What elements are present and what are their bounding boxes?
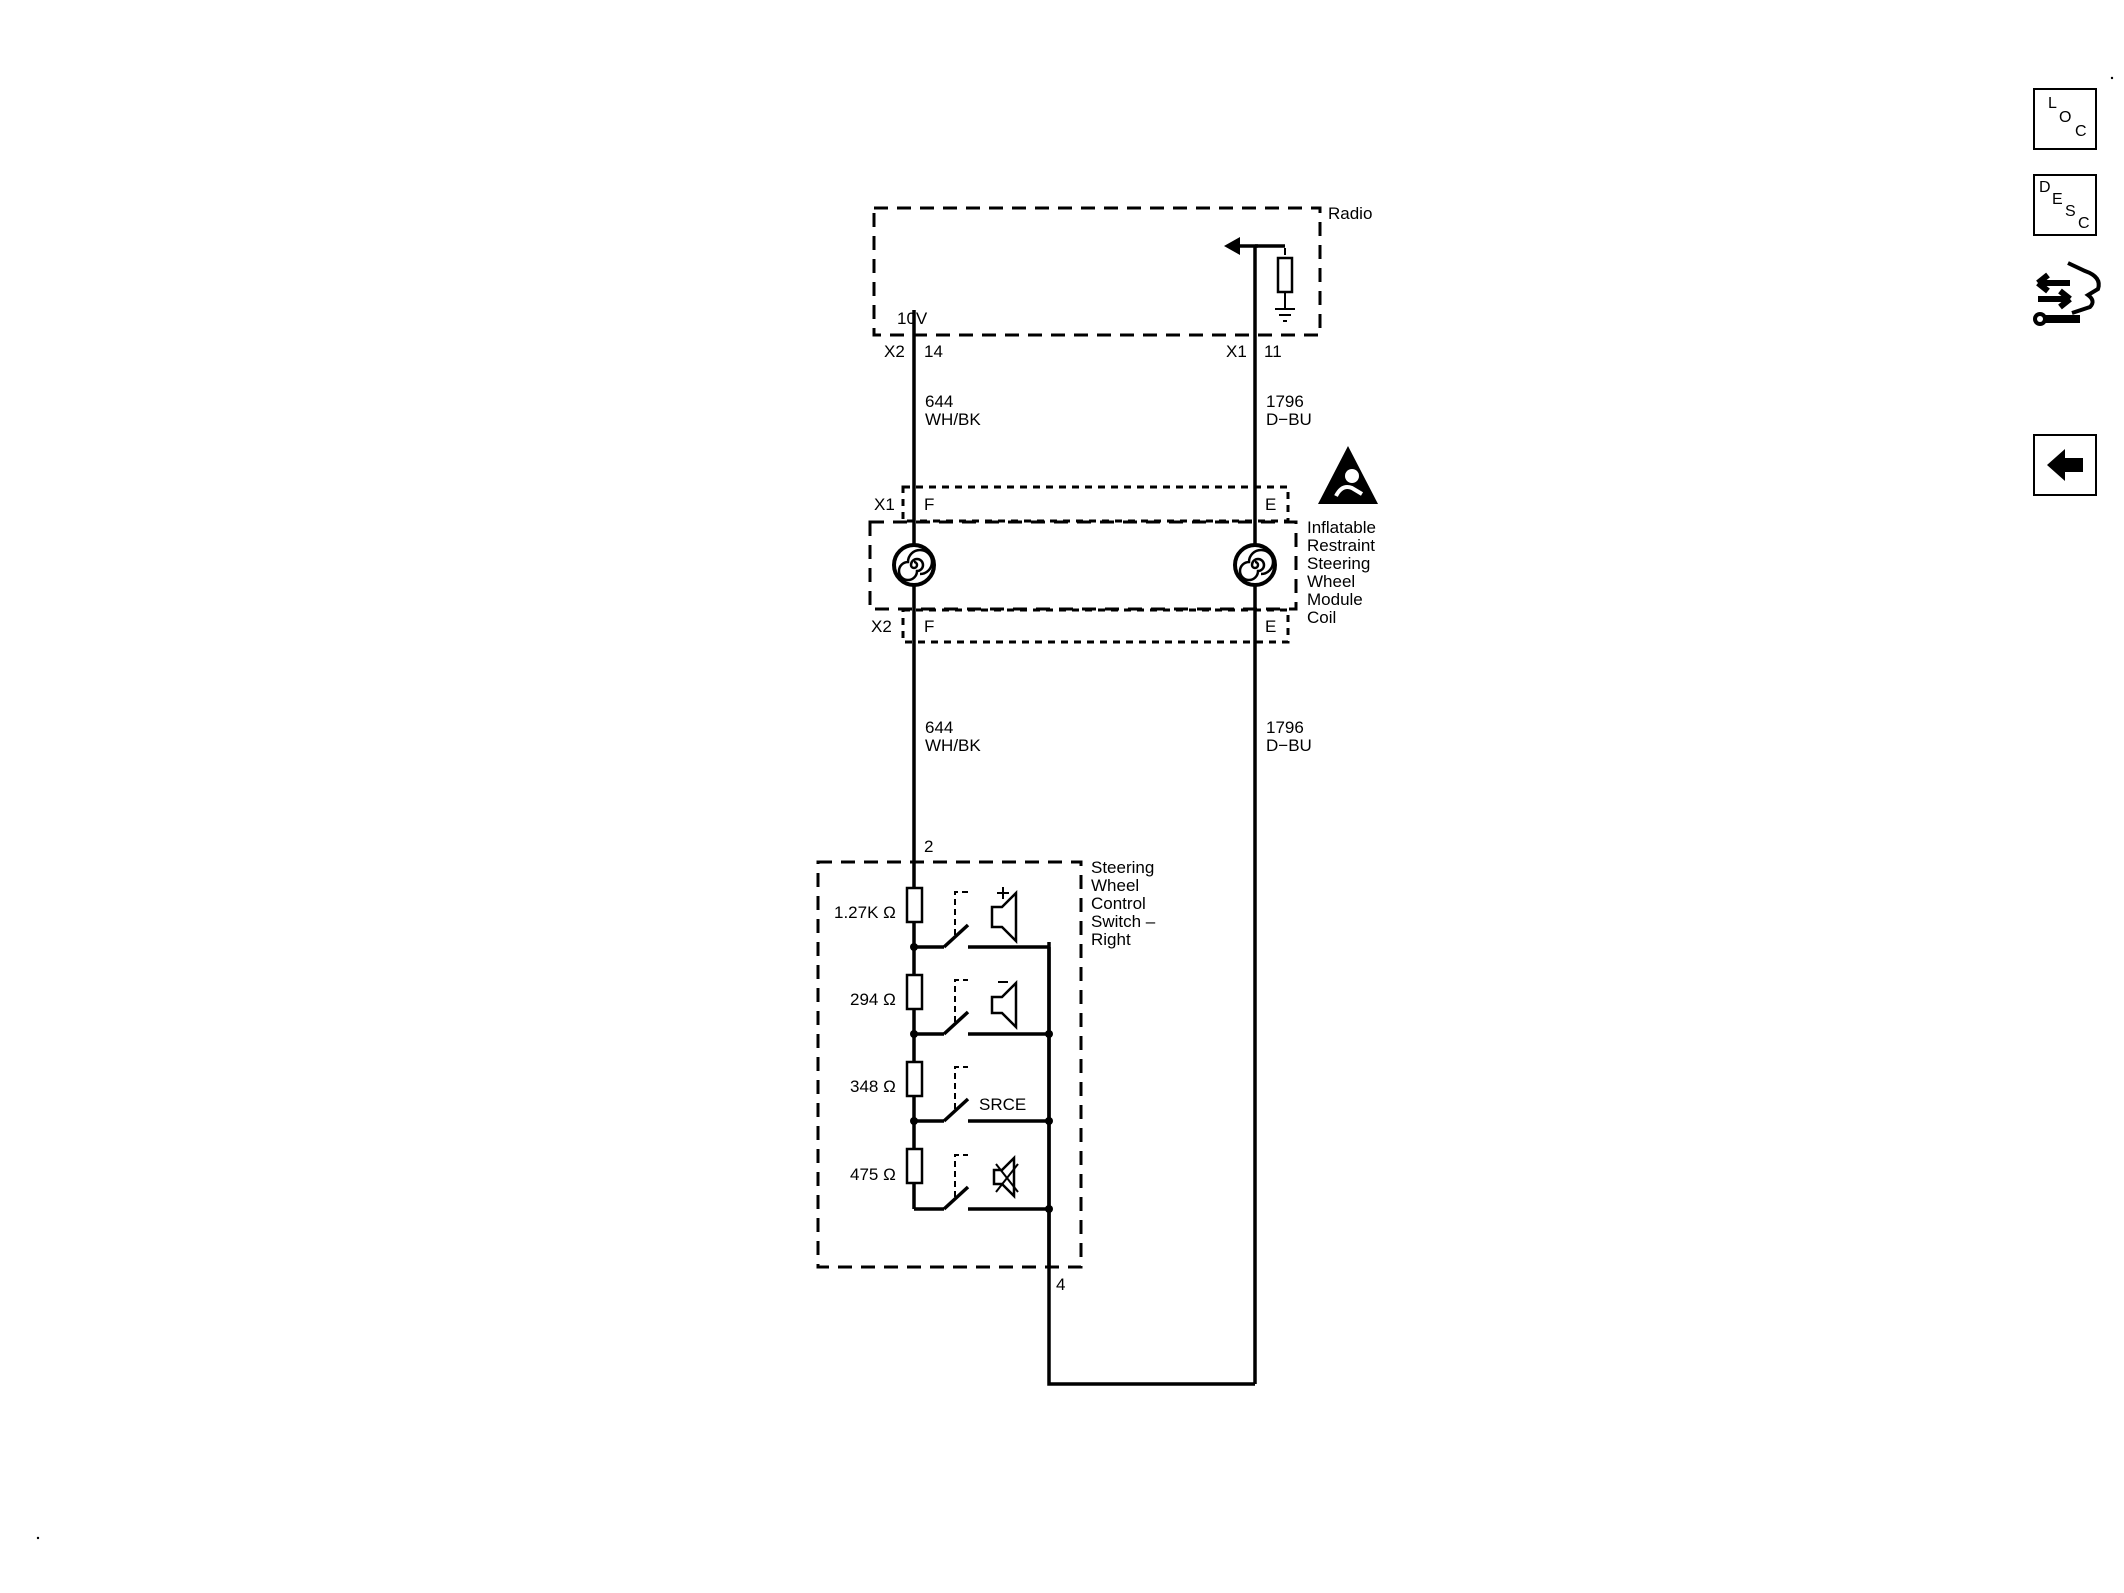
- loc-letter-o: O: [2059, 109, 2072, 126]
- svg-text:Steering: Steering: [1307, 554, 1370, 573]
- resistor-rung-2: [905, 973, 1053, 1038]
- radio-right-connector: X1: [1226, 342, 1247, 361]
- svg-text:Wheel: Wheel: [1307, 572, 1355, 591]
- coil-x1-connector-box: [901, 485, 1290, 523]
- wire-left-circuit-lower: 644: [925, 718, 953, 737]
- radio-left-connector: X2: [884, 342, 905, 361]
- radio-left-pin: 14: [924, 342, 943, 361]
- switch-module-box: [816, 860, 1083, 1269]
- svg-text:Inflatable: Inflatable: [1307, 518, 1376, 537]
- loc-letter-c: C: [2075, 123, 2087, 140]
- resistor-rung-1: [905, 886, 1018, 951]
- coil-x1-label: X1: [874, 495, 895, 514]
- switch-bottom-pin: 4: [1056, 1275, 1065, 1294]
- coil-module-box: [868, 520, 1298, 611]
- coil-x1-pin-left: F: [924, 495, 934, 514]
- svg-text:Wheel: Wheel: [1091, 876, 1139, 895]
- volume-down-icon: [990, 979, 1018, 1031]
- wire-right-circuit-upper: 1796: [1266, 392, 1304, 411]
- wire-right-color-lower: D−BU: [1266, 736, 1312, 755]
- desc-letter-d: D: [2039, 179, 2051, 196]
- radio-module-box: [872, 206, 1322, 337]
- location-button[interactable]: L O C: [2033, 88, 2097, 150]
- resistor-label-1: 1.27K Ω: [834, 903, 896, 922]
- connector-tool-icon: [2033, 261, 2101, 326]
- wire-left-circuit-upper: 644: [925, 392, 953, 411]
- desc-letter-s: S: [2065, 203, 2076, 220]
- switch-top-pin: 2: [924, 837, 933, 856]
- corner-dot: [2110, 76, 2114, 80]
- resistor-rung-3: [905, 1060, 1053, 1125]
- switch-title: Steering Wheel Control Switch – Right: [1091, 858, 1156, 949]
- mute-icon: [992, 1154, 1019, 1200]
- svg-text:Right: Right: [1091, 930, 1131, 949]
- svg-text:Switch –: Switch –: [1091, 912, 1156, 931]
- svg-text:Module: Module: [1307, 590, 1363, 609]
- desc-letter-e: E: [2052, 191, 2063, 208]
- radio-title: Radio: [1328, 204, 1372, 223]
- airbag-warning-icon: [1318, 446, 1378, 504]
- coil-spiral-right: [1233, 543, 1277, 587]
- wire-left-color-lower: WH/BK: [925, 736, 981, 755]
- back-button[interactable]: [2033, 434, 2097, 496]
- description-button[interactable]: D E S C: [2033, 174, 2097, 236]
- coil-x2-connector-box: [901, 608, 1290, 644]
- svg-text:Steering: Steering: [1091, 858, 1154, 877]
- left-arrow-icon: [2047, 449, 2083, 481]
- svg-text:Restraint: Restraint: [1307, 536, 1375, 555]
- resistor-label-3: 348 Ω: [850, 1077, 896, 1096]
- wire-right-circuit-lower: 1796: [1266, 718, 1304, 737]
- radio-right-pin: 11: [1264, 342, 1282, 361]
- resistor-rung-4: [905, 1147, 1053, 1213]
- coil-title: Inflatable Restraint Steering Wheel Modu…: [1307, 518, 1376, 627]
- source-label: SRCE: [979, 1095, 1026, 1114]
- resistor-label-2: 294 Ω: [850, 990, 896, 1009]
- coil-spiral-left: [892, 543, 936, 587]
- coil-x2-label: X2: [871, 617, 892, 636]
- wire-right-color-upper: D−BU: [1266, 410, 1312, 429]
- radio-pullup-resistor: [1275, 248, 1295, 322]
- coil-x2-pin-left: F: [924, 617, 934, 636]
- volume-up-icon: [990, 887, 1018, 945]
- svg-text:Coil: Coil: [1307, 608, 1336, 627]
- coil-x2-pin-right: E: [1265, 617, 1276, 636]
- corner-dot: [36, 1536, 40, 1540]
- svg-text:Control: Control: [1091, 894, 1146, 913]
- loc-letter-l: L: [2048, 95, 2057, 112]
- resistor-label-4: 475 Ω: [850, 1165, 896, 1184]
- connector-tool-button[interactable]: [2030, 255, 2105, 335]
- desc-letter-c: C: [2078, 215, 2090, 232]
- wire-left-color-upper: WH/BK: [925, 410, 981, 429]
- coil-x1-pin-right: E: [1265, 495, 1276, 514]
